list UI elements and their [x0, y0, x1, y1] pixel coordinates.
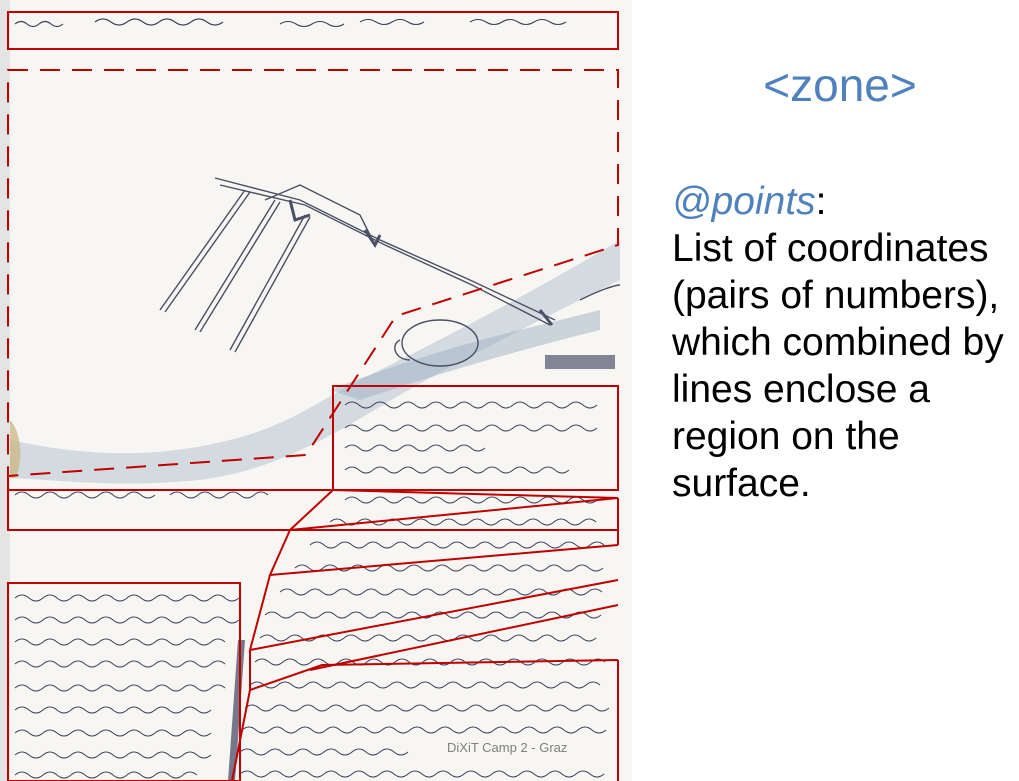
zone-lower-left-text: [7, 582, 241, 781]
slide-footer: DiXiT Camp 2 - Graz: [447, 740, 568, 755]
zone-outlines: [7, 11, 619, 781]
attribute-name: @points: [672, 180, 816, 223]
manuscript-drawing: [0, 0, 632, 781]
slide-body: @points: List of coordinates (pairs of n…: [672, 178, 1012, 507]
attribute-colon: :: [815, 180, 827, 223]
attribute-description: List of coordinates (pairs of numbers), …: [672, 227, 1004, 505]
zone-upper-right-text: [332, 385, 619, 491]
zone-top-strip: [7, 11, 619, 50]
manuscript-image: [0, 0, 632, 781]
slide-title: <zone>: [763, 59, 917, 111]
